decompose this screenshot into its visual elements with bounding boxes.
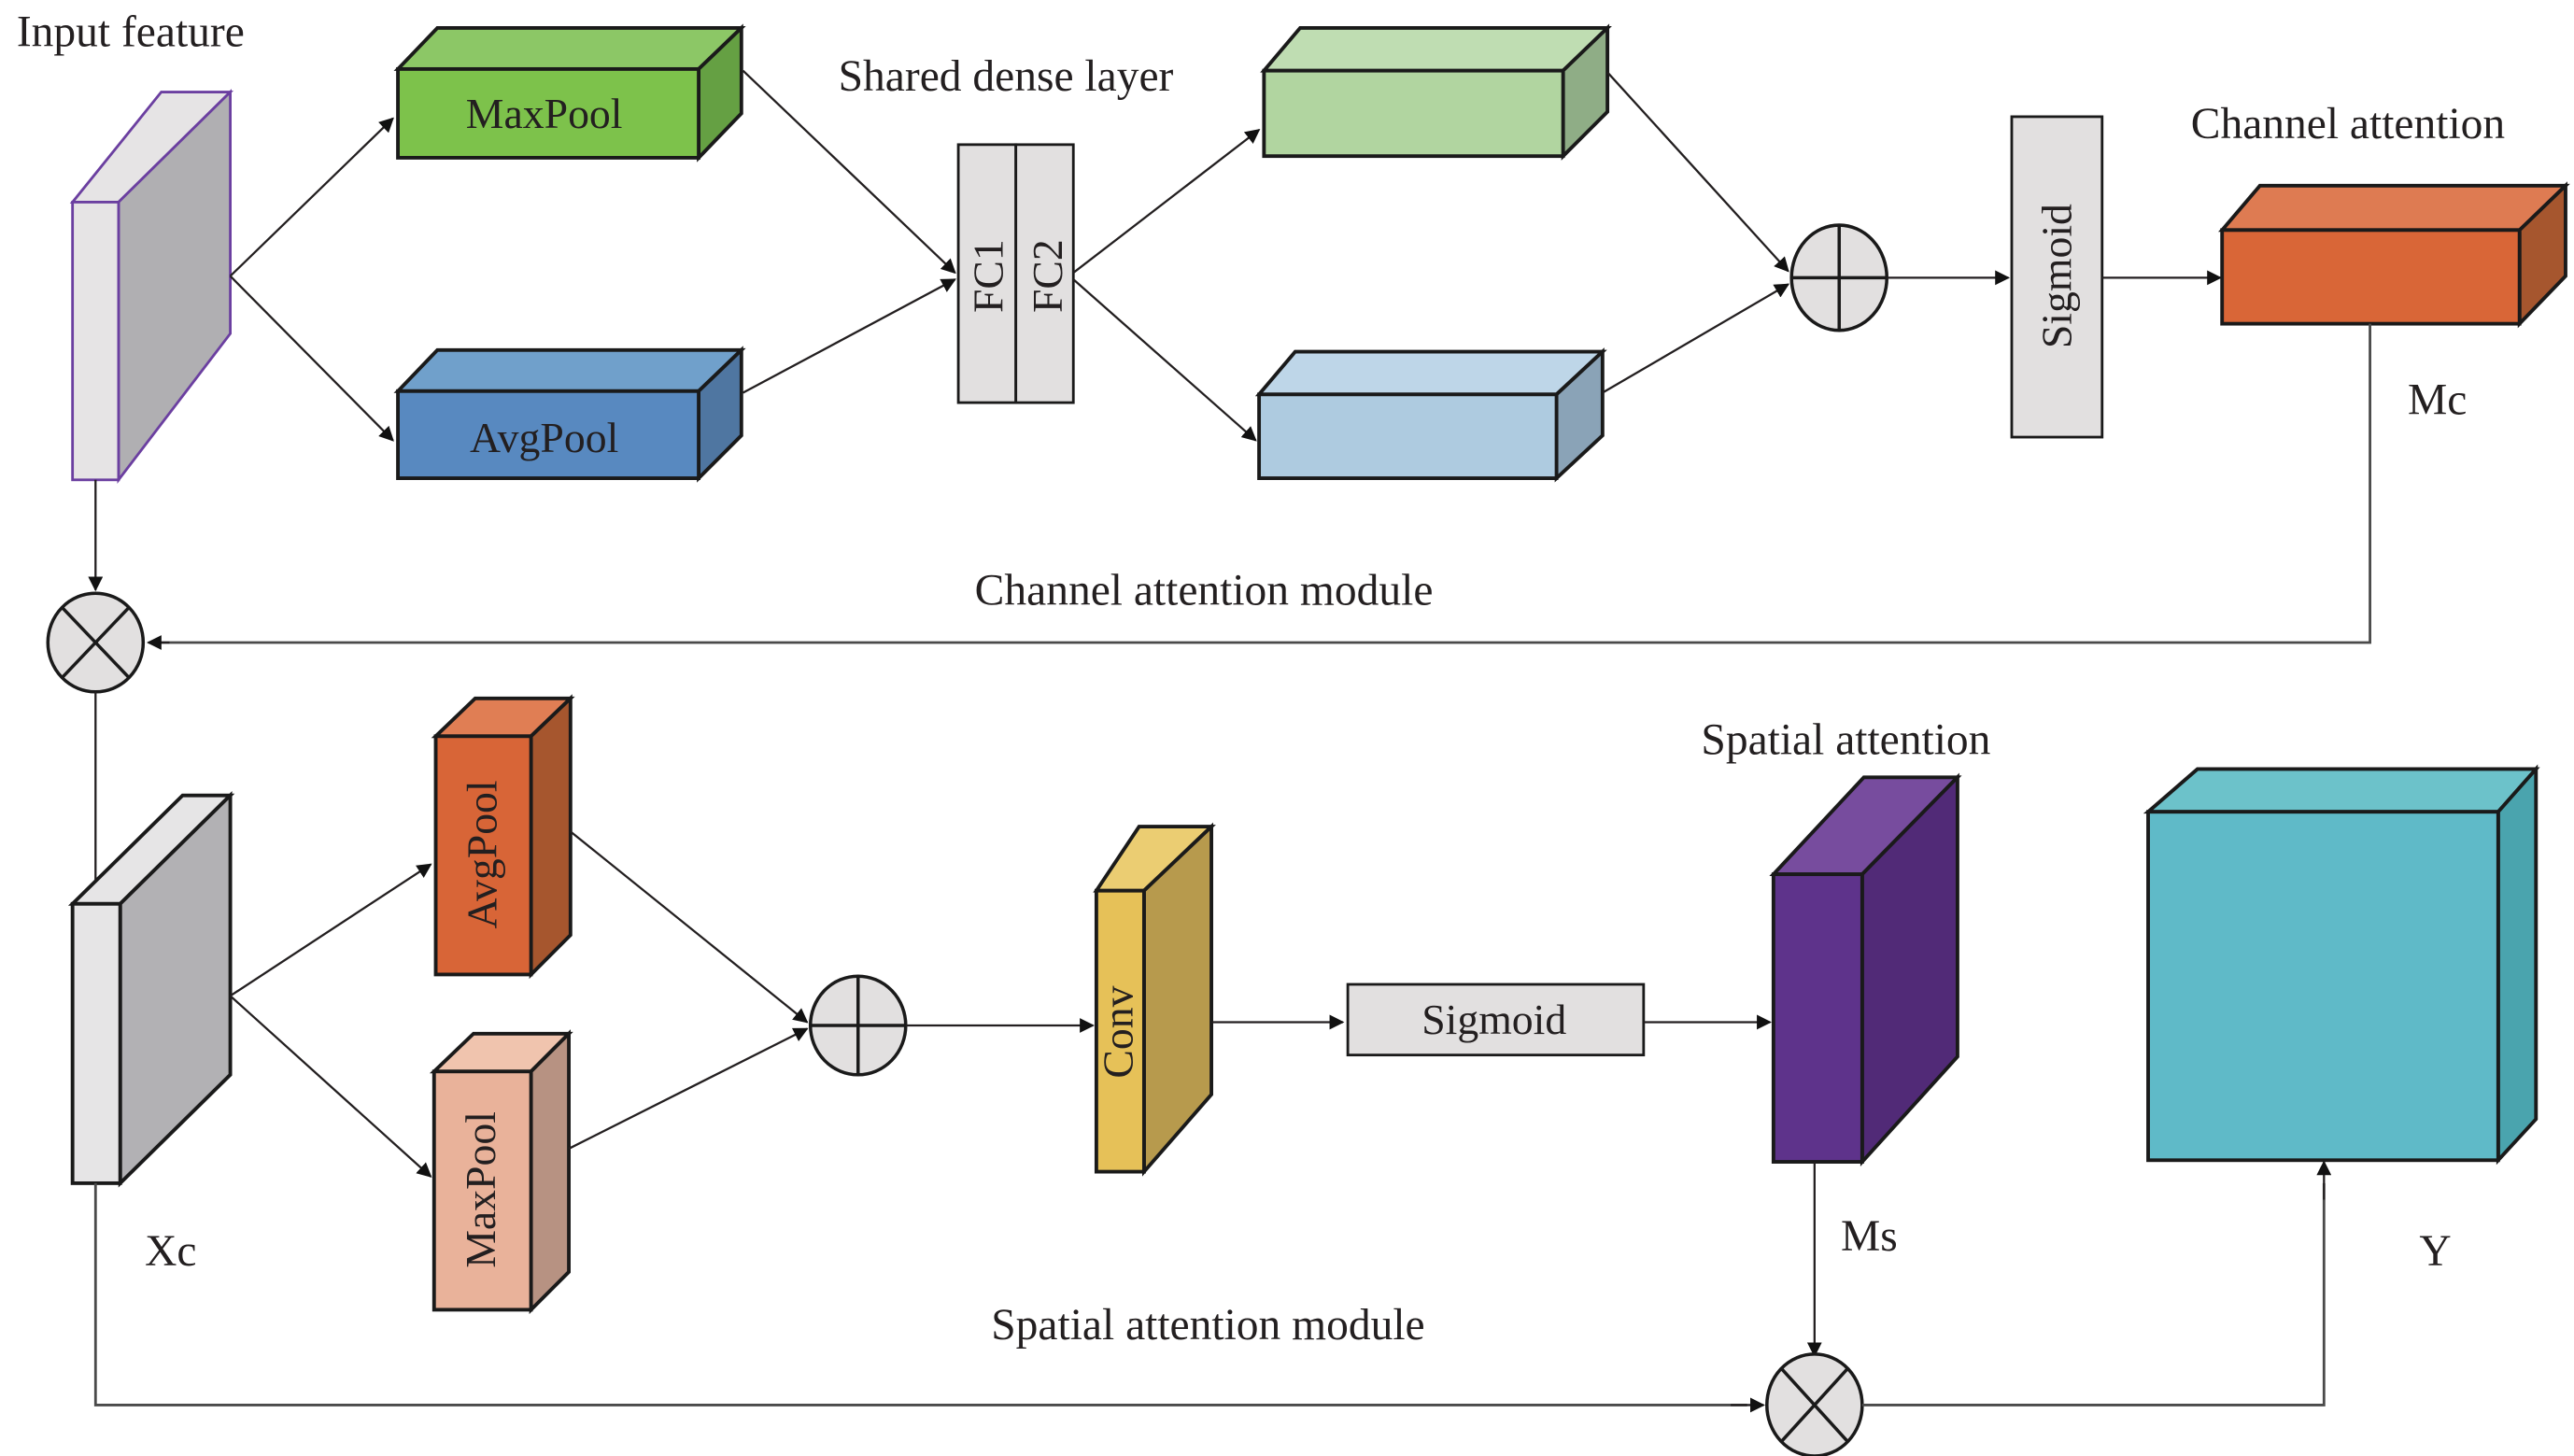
channel-sigmoid-label: Sigmoid [2032,204,2080,348]
channel-avgpool-label: AvgPool [470,414,618,461]
xc-label: Xc [145,1227,196,1276]
spatial-attention-module-label: Spatial attention module [991,1301,1424,1350]
arrow-avgpool-to-add [570,830,809,1024]
ms-label: Ms [1841,1212,1898,1261]
arrow-input-to-maxpool [229,117,394,277]
channel-attention-label: Channel attention [2191,100,2506,148]
dense-output-green-block [1260,23,1612,161]
mc-label: Mc [2408,375,2467,424]
y-label: Y [2419,1227,2451,1276]
dense-output-blue-block [1254,347,1607,483]
arrow-avgpool-to-fc [742,278,956,394]
conv-block: Conv [1093,822,1216,1177]
conv-label: Conv [1095,985,1142,1078]
spatial-sigmoid-block: Sigmoid [1346,982,1646,1057]
input-feature-label: Input feature [17,7,245,56]
spatial-avgpool-block: AvgPool [431,694,575,980]
fc2-label: FC2 [1024,239,1071,313]
arrow-fc-to-dense-blue [1072,278,1257,442]
spatial-maxpool-block: MaxPool [429,1029,573,1315]
channel-maxpool-label: MaxPool [466,90,623,137]
channel-sigmoid-block: Sigmoid [2010,115,2104,439]
spatial-add-operator [808,974,908,1077]
xc-feature-block [67,791,235,1188]
channel-attention-module-label: Channel attention module [975,567,1434,615]
channel-maxpool-block: MaxPool [393,23,746,163]
spatial-avgpool-label: AvgPool [459,780,506,928]
arrow-xc-to-avgpool [229,863,432,997]
arrow-maxpool-to-fc [742,69,956,275]
spatial-maxpool-label: MaxPool [457,1111,504,1268]
fc1-label: FC1 [965,239,1012,313]
input-feature-block [69,89,234,484]
channel-attention-block [2218,181,2570,329]
spatial-multiply-operator [1765,1352,1864,1456]
arrow-xc-to-maxpool [229,995,432,1178]
shared-dense-layer-block: FC1 FC2 [956,143,1075,404]
arrow-fc-to-dense-green [1072,129,1261,274]
channel-avgpool-block: AvgPool [393,346,746,483]
spatial-attention-block [1769,772,1962,1167]
output-y-block [2143,764,2540,1166]
spatial-sigmoid-label: Sigmoid [1421,996,1566,1043]
arrow-maxpool-to-add [568,1027,809,1150]
arrow-input-to-avgpool [229,275,394,442]
xc-bypass-line [93,1182,1747,1407]
spatial-attention-label: Spatial attention [1701,716,1990,765]
channel-add-operator [1789,223,1889,332]
mc-feedback-line [149,323,2371,644]
shared-dense-layer-label: Shared dense layer [839,52,1174,101]
channel-multiply-operator [46,591,146,694]
arrow-dense-blue-to-add [1602,283,1790,394]
arrow-dense-green-to-add [1606,71,1789,273]
multiply-to-output-line [1861,1182,2326,1407]
